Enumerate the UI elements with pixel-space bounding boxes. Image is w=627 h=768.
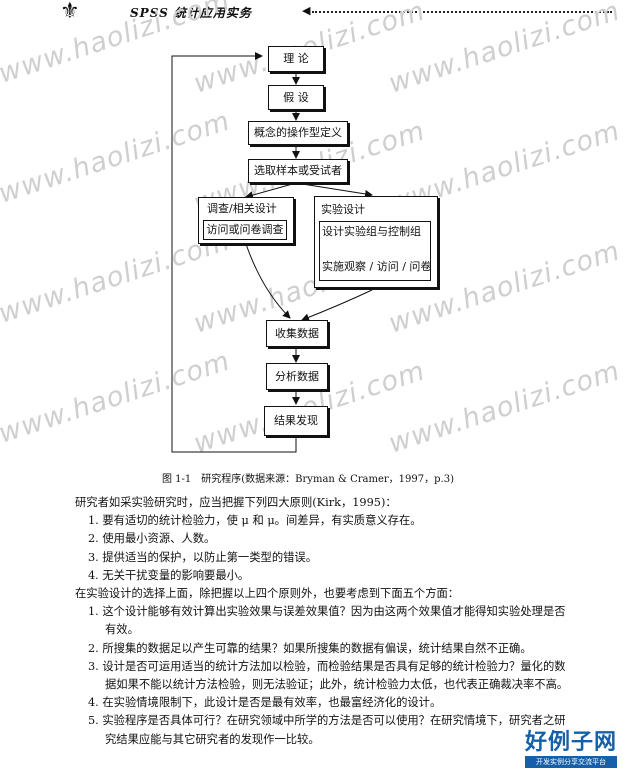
site-logo: 好例子网 开发实例分享交流平台	[524, 724, 617, 768]
experiment-design-title: 实验设计	[321, 203, 365, 216]
principle-item: 2. 使用最小资源、人数。	[88, 532, 216, 546]
sampling-box: 选取样本或受试者	[248, 159, 348, 183]
survey-method-box: 访问或问卷调查	[203, 220, 287, 240]
aspect-item: 3. 设计是否可运用适当的统计方法加以检验，而检验结果是否具有足够的统计检验力？…	[88, 659, 569, 692]
running-title: SPSS 统计应用实务	[130, 6, 252, 20]
figure-caption: 图 1-1 研究程序(数据来源：Bryman & Cramer，1997，p.3…	[162, 474, 454, 485]
experiment-groups-label: 设计实验组与控制组	[322, 225, 421, 238]
flowchart-connectors	[171, 52, 373, 453]
experiment-inner-box: 设计实验组与控制组 实施观察 / 访问 / 问卷	[319, 221, 431, 281]
body-text: 研究者如采实验研究时，应当把握下列四大原则(Kirk，1995)： 1. 要有适…	[0, 494, 627, 749]
principle-item: 1. 要有适切的统计检验力，使 μ 和 μ。间差异，有实质意义存在。	[88, 514, 422, 528]
fleur-de-lis-icon: ⚜	[60, 0, 80, 24]
theory-box: 理 论	[268, 46, 324, 72]
intro-paragraph: 研究者如采实验研究时，应当把握下列四大原则(Kirk，1995)：	[75, 496, 397, 509]
site-logo-main: 好例子网	[524, 730, 617, 755]
findings-box: 结果发现	[264, 406, 328, 436]
site-logo-sub: 开发实例分享交流平台	[524, 756, 617, 768]
collect-data-box: 收集数据	[266, 320, 328, 347]
arrow-left-icon: ◀	[302, 4, 311, 17]
aspect-item: 4. 在实验情境限制下，此设计是否是最有效率，也最富经济化的设计。	[88, 696, 442, 710]
experiment-methods-label: 实施观察 / 访问 / 问卷	[322, 260, 432, 273]
dotted-rule	[312, 11, 612, 13]
aspect-item: 5. 实验程序是否具体可行？在研究领域中所学的方法是否可以使用？在研究情境下，研…	[88, 714, 566, 746]
analyze-data-box: 分析数据	[266, 363, 328, 390]
intro2-paragraph: 在实验设计的选择上面，除把握以上四个原则外，也要考虑到下面五个方面：	[75, 587, 460, 601]
survey-design-box: 调查/相关设计 访问或问卷调查	[198, 197, 294, 244]
operational-definition-box: 概念的操作型定义	[248, 121, 348, 145]
aspect-item: 1. 这个设计能够有效计算出实验效果与误差效果值？因为由这两个效果值才能得知实验…	[88, 605, 566, 637]
page-header: ⚜ SPSS 统计应用实务 ◀	[0, 0, 627, 26]
principle-item: 4. 无关干扰变量的影响要最小。	[88, 568, 250, 582]
principle-item: 3. 提供适当的保护，以防止第一类型的错误。	[88, 550, 318, 564]
hypothesis-box: 假 设	[268, 85, 324, 110]
experiment-design-box: 实验设计 设计实验组与控制组 实施观察 / 访问 / 问卷	[314, 196, 438, 288]
aspect-item: 2. 所搜集的数据足以产生可靠的结果？如果所搜集的数据有偏误，统计结果自然不正确…	[88, 641, 532, 655]
survey-design-title: 调查/相关设计	[207, 202, 277, 215]
